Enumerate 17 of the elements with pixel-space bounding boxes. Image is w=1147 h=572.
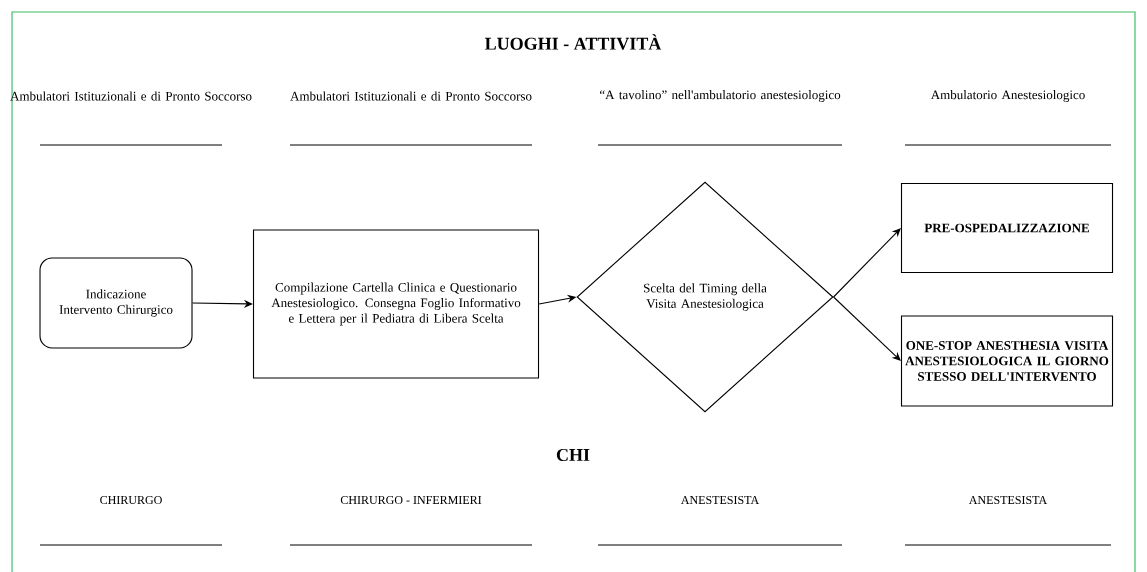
place-label: Ambulatori Istituzionali e di Pronto Soccorso	[290, 91, 532, 101]
role-label: ANESTESISTA	[968, 495, 1048, 504]
arrow	[192, 299, 253, 308]
arrow	[833, 296, 901, 361]
section-heading: CHI	[556, 448, 590, 462]
process-box: Compilazione Cartella Clinica e Questionario Anestesiologico. Consegna Foglio Informativo e Lettera per il Pediatra di Libera Scelta	[252, 229, 540, 379]
role-label: ANESTESISTA	[680, 495, 760, 504]
process-box: PRE-OSPEDALIZZAZIONE	[900, 182, 1114, 274]
place-label: Ambulatorio Anestesiologico	[930, 90, 1085, 102]
start-box: Indicazione Intervento Chirurgico	[39, 257, 193, 349]
role-label: CHIRURGO - INFERMIERI	[340, 495, 482, 504]
section-heading: LUOGHI - ATTIVITÀ	[485, 34, 662, 50]
process-box: ONE-STOP ANESTHESIA VISITA ANESTESIOLOGICA IL GIORNO STESSO DELL'INTERVENTO	[900, 315, 1114, 407]
place-label: Ambulatori Istituzionali e di Pronto Soccorso	[10, 91, 252, 101]
role-label: CHIRURGO	[100, 495, 162, 504]
place-label: “A tavolino” nell'ambulatorio anestesiologico	[599, 90, 841, 102]
arrow	[833, 228, 901, 298]
